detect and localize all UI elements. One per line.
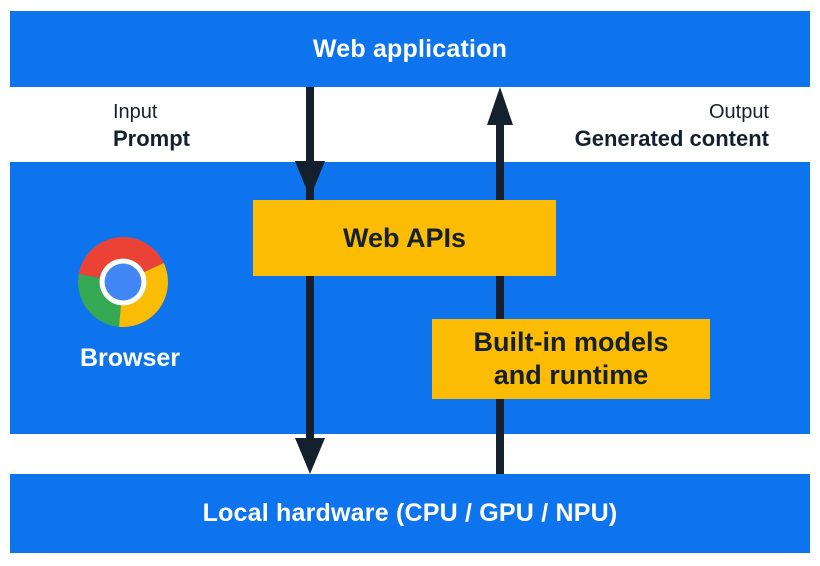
browser-label: Browser [79, 344, 181, 372]
up-arrowhead-top [487, 87, 513, 125]
input-value: Prompt [113, 126, 190, 151]
web-application-label: Web application [312, 34, 508, 63]
web-apis-box: Web APIs [253, 200, 556, 276]
input-title: Input [113, 101, 158, 123]
output-title: Output [708, 101, 769, 123]
web-apis-label: Web APIs [342, 222, 467, 253]
local-hardware-label: Local hardware (CPU / GPU / NPU) [202, 499, 618, 527]
built-in-models-box: Built-in models and runtime [432, 319, 710, 399]
input-label-group: Input Prompt [113, 100, 190, 152]
output-value: Generated content [574, 126, 769, 151]
chrome-logo-icon [78, 237, 168, 327]
built-in-models-label-line1: Built-in models [473, 327, 669, 357]
web-application-bar: Web application [10, 11, 810, 87]
local-hardware-bar: Local hardware (CPU / GPU / NPU) [10, 474, 810, 553]
built-in-models-label-line2: and runtime [493, 360, 649, 390]
down-arrowhead-bottom [295, 438, 325, 474]
output-label-group: Output Generated content [575, 100, 769, 152]
